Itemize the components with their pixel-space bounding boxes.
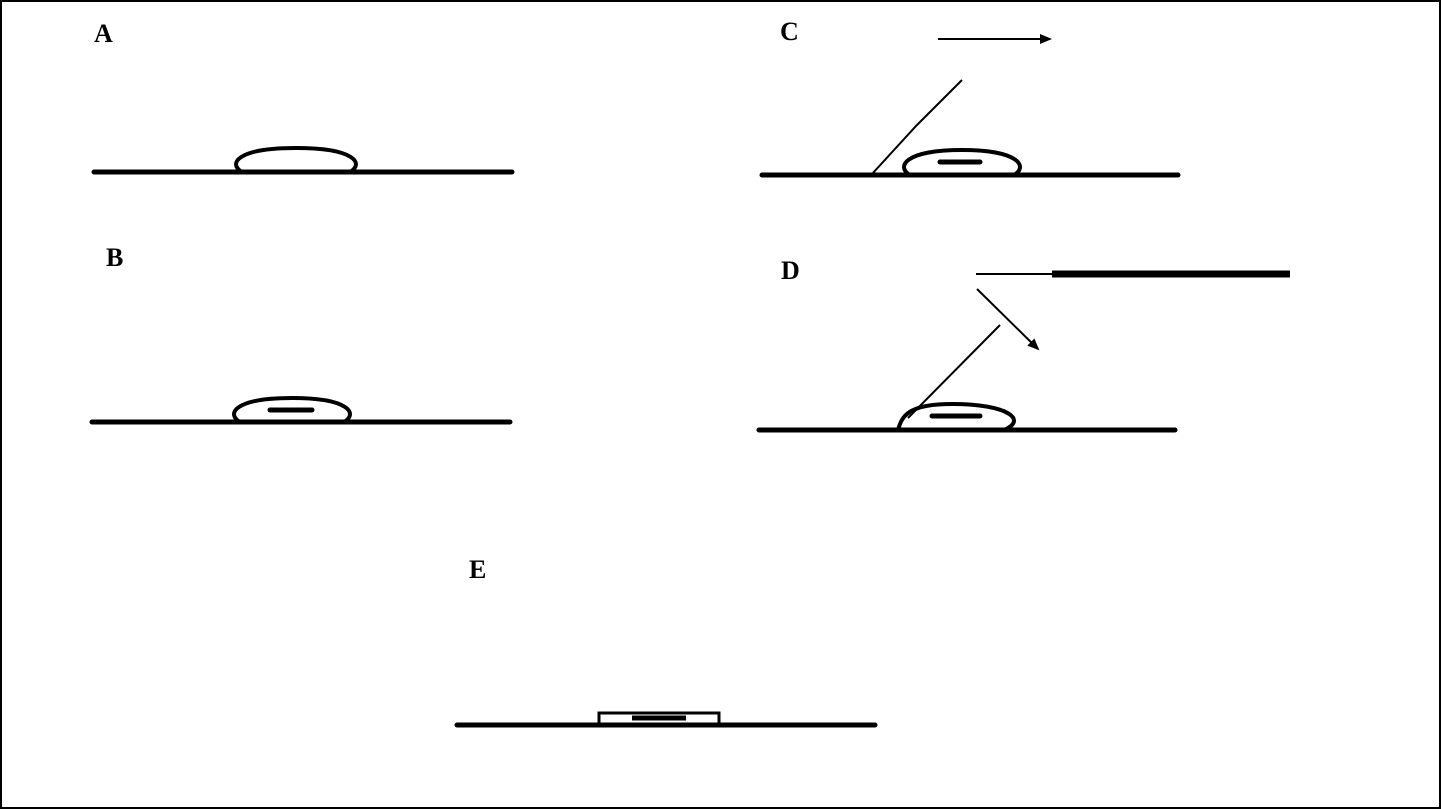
panel-a-droplet xyxy=(234,145,358,174)
panel-label-c: C xyxy=(780,17,799,46)
panel-d-droplet xyxy=(896,401,1016,432)
panel-label-a: A xyxy=(94,19,113,48)
panel-d-diagram xyxy=(756,270,1290,433)
panel-c-droplet xyxy=(902,147,1022,177)
panel-e-film xyxy=(597,711,721,727)
panel-b-diagram xyxy=(89,395,513,425)
panel-d-blade xyxy=(907,324,1001,419)
panel-label-d: D xyxy=(781,256,800,285)
panel-label-e: E xyxy=(469,555,487,584)
panel-label-b: B xyxy=(106,243,124,272)
panel-c-blade xyxy=(871,79,963,175)
panel-b-droplet xyxy=(232,395,352,424)
panel-c-diagram xyxy=(759,34,1181,178)
panel-d-direction-arrow xyxy=(976,288,1040,351)
panel-e-diagram xyxy=(454,711,878,728)
panel-a-diagram xyxy=(91,145,515,175)
